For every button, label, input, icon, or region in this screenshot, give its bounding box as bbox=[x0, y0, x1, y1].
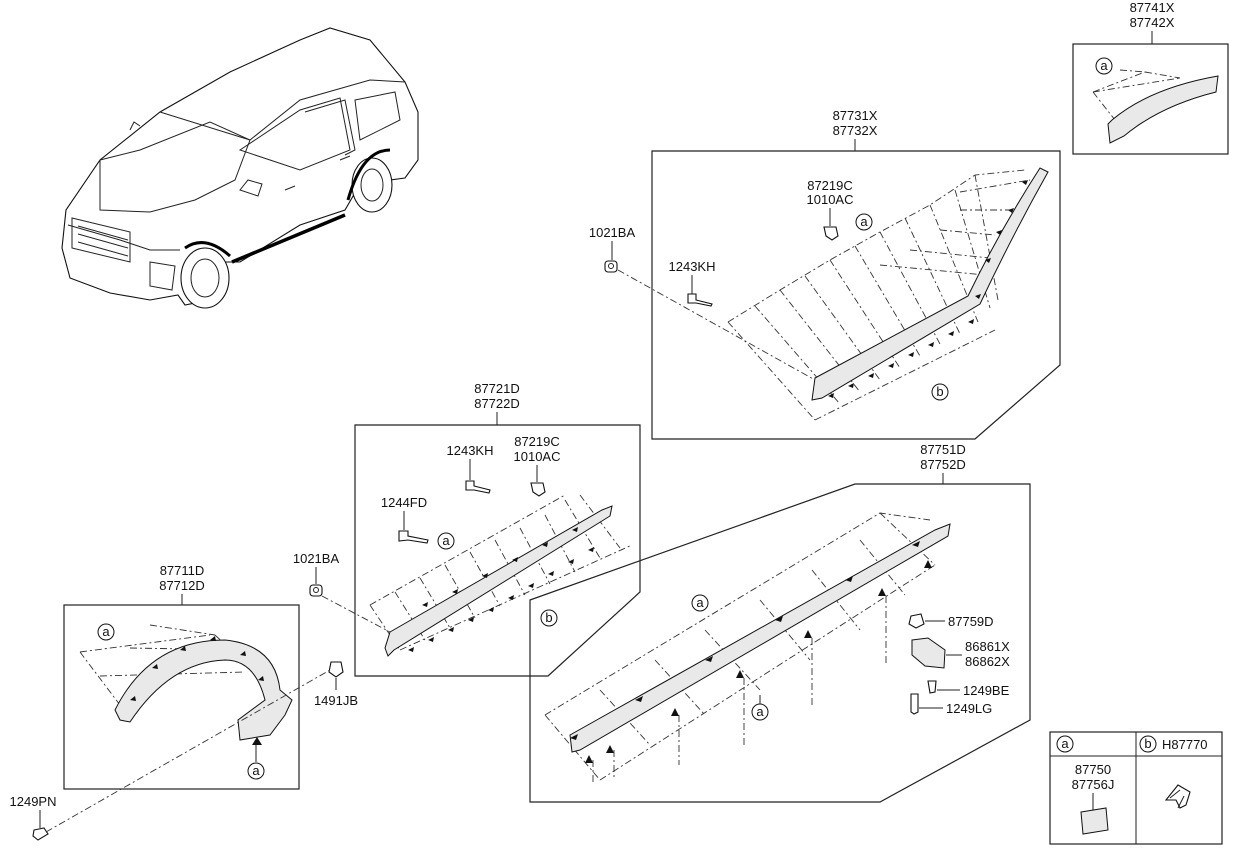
part-87751d-side-sill bbox=[569, 523, 951, 753]
legend-b-letter: b bbox=[1144, 736, 1151, 751]
svg-text:b: b bbox=[545, 610, 552, 625]
box-87711d bbox=[63, 604, 300, 790]
label-1249be: 1249BE bbox=[963, 683, 1010, 698]
label-87219c-top: 87219C bbox=[807, 178, 853, 193]
group-87741x: 87741X 87742X a bbox=[1072, 0, 1229, 155]
label-87732x: 87732X bbox=[833, 123, 878, 138]
group-87721d: 87721D 87722D 1243KH 87219C 1010AC 1244F… bbox=[354, 381, 641, 677]
legend-tape-icon bbox=[1080, 807, 1109, 835]
label-1243kh-mid: 1243KH bbox=[447, 443, 494, 458]
callout-a bbox=[1095, 57, 1113, 75]
group-87731x: 87731X 87732X 1243KH 87219C 1010AC a b bbox=[651, 108, 1061, 440]
svg-text:b: b bbox=[936, 384, 943, 399]
label-1249pn: 1249PN bbox=[10, 794, 57, 809]
clip-87219c-mid bbox=[530, 482, 546, 497]
clip-87219c-top bbox=[823, 226, 839, 241]
label-87731x: 87731X bbox=[833, 108, 878, 123]
svg-text:a: a bbox=[442, 533, 450, 548]
legend-table: a b H87770 87750 87756J bbox=[1049, 731, 1223, 845]
box-87731x bbox=[651, 150, 1061, 440]
clip-arrows-87711d bbox=[130, 636, 264, 745]
legend-a-part2: 87756J bbox=[1072, 777, 1115, 792]
svg-text:a: a bbox=[102, 624, 110, 639]
label-1243kh-top: 1243KH bbox=[669, 259, 716, 274]
label-87759d: 87759D bbox=[948, 614, 994, 629]
nut-1021ba-top: 1021BA bbox=[589, 225, 816, 381]
label-1244fd: 1244FD bbox=[381, 495, 427, 510]
part-87741x-molding bbox=[1107, 75, 1219, 144]
label-1491jb: 1491JB bbox=[314, 693, 358, 708]
label-87741x: 87741X bbox=[1130, 0, 1175, 15]
label-87722d: 87722D bbox=[474, 396, 520, 411]
legend-a-letter: a bbox=[1061, 736, 1069, 751]
screw-1249pn: 1249PN bbox=[10, 669, 331, 841]
label-1021ba-mid: 1021BA bbox=[293, 551, 340, 566]
svg-text:a: a bbox=[756, 704, 764, 719]
part-87731x-molding bbox=[811, 167, 1049, 401]
svg-text:a: a bbox=[860, 214, 868, 229]
nut-1021ba-mid: 1021BA bbox=[293, 551, 391, 633]
svg-text:a: a bbox=[252, 763, 260, 778]
label-87742x: 87742X bbox=[1130, 15, 1175, 30]
label-87721d: 87721D bbox=[474, 381, 520, 396]
vehicle-illustration bbox=[61, 27, 419, 309]
box-87721d bbox=[354, 424, 641, 677]
group-87711d: 87711D 87712D a a bbox=[63, 563, 300, 790]
label-87711d: 87711D bbox=[160, 563, 205, 578]
label-87712d: 87712D bbox=[159, 578, 205, 593]
clip-1491jb: 1491JB bbox=[314, 661, 358, 708]
label-87219c-mid: 87219C bbox=[514, 434, 560, 449]
legend-b-part: H87770 bbox=[1162, 737, 1208, 752]
label-1021ba-top: 1021BA bbox=[589, 225, 636, 240]
label-86862x: 86862X bbox=[965, 654, 1010, 669]
label-1249lg: 1249LG bbox=[946, 701, 992, 716]
label-86861x: 86861X bbox=[965, 639, 1010, 654]
legend-a-part1: 87750 bbox=[1075, 762, 1111, 777]
part-87711d-wheel-arch bbox=[114, 639, 293, 741]
part-87721d-molding bbox=[384, 505, 613, 657]
bolt-1244fd bbox=[398, 530, 429, 544]
bolt-1243kh-mid bbox=[465, 480, 491, 494]
bolt-1243kh-top bbox=[687, 293, 713, 307]
group-87751d: 87751D 87752D a a 87759D 86861X 86862X 1… bbox=[529, 442, 1031, 803]
label-87752d: 87752D bbox=[920, 457, 966, 472]
svg-text:a: a bbox=[696, 595, 704, 610]
label-1010ac-mid: 1010AC bbox=[514, 449, 561, 464]
bracket-86861x bbox=[911, 637, 946, 669]
svg-text:a: a bbox=[1100, 58, 1108, 73]
label-87751d: 87751D bbox=[920, 442, 966, 457]
box-87741x bbox=[1072, 43, 1229, 155]
legend-clip-icon bbox=[1164, 784, 1191, 809]
label-1010ac-top: 1010AC bbox=[807, 192, 854, 207]
clip-arrows-87721d bbox=[408, 527, 594, 652]
box-87751d bbox=[529, 483, 1031, 803]
